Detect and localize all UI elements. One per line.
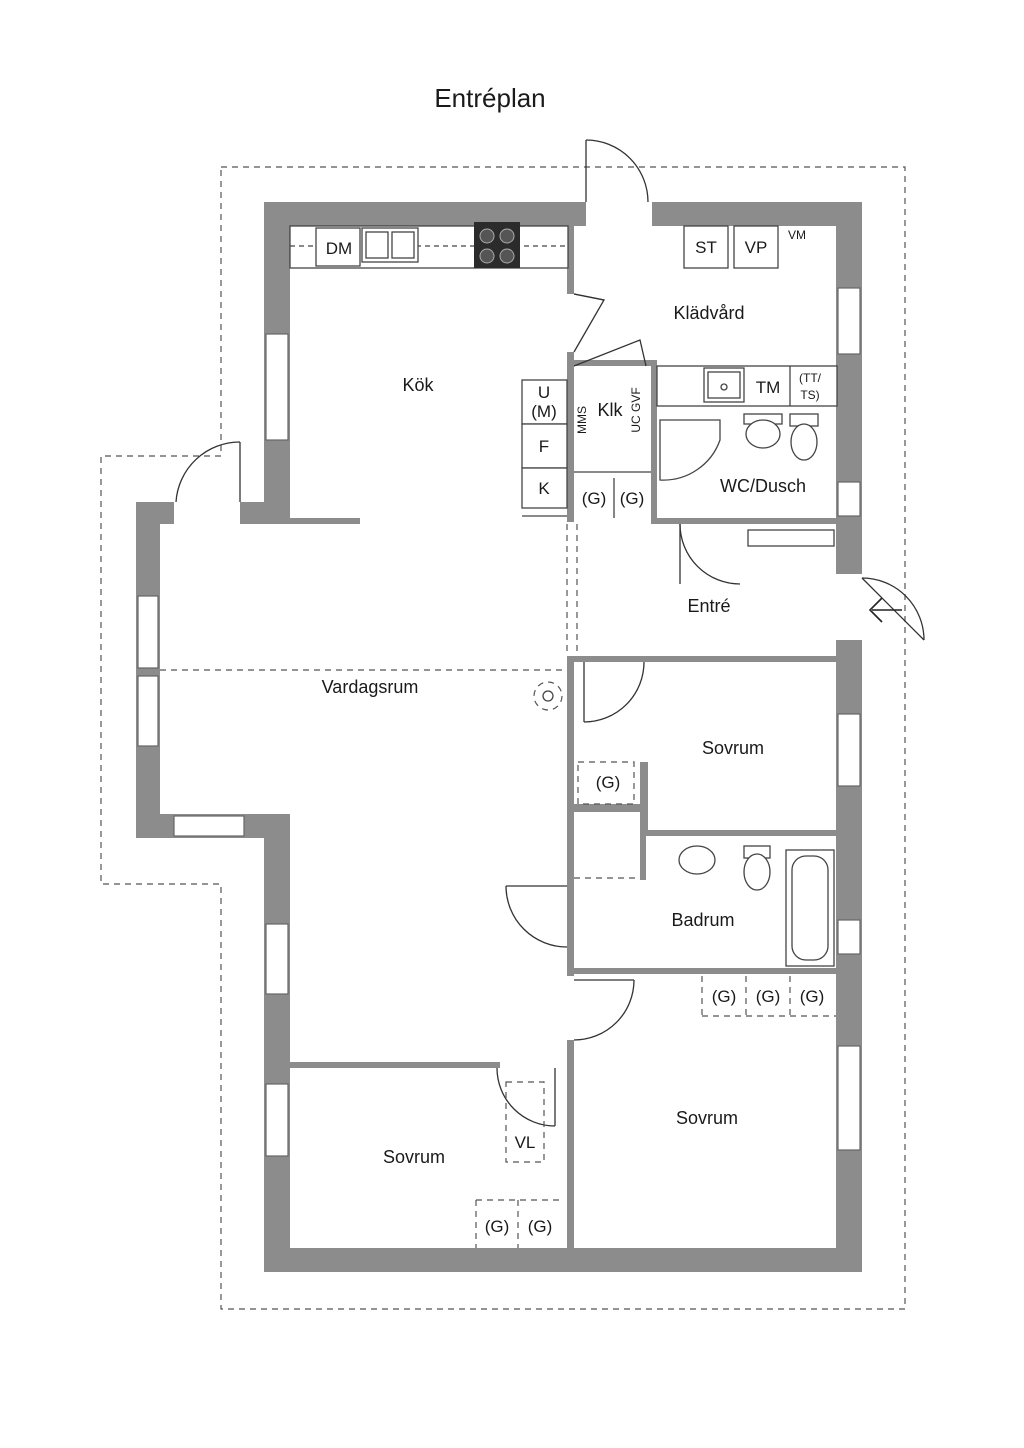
microwave-label: (M) — [531, 402, 556, 421]
klk-closet: MMS UC GVF (G) (G) — [574, 387, 651, 518]
ts-label: TS) — [800, 388, 819, 402]
wc-fixtures — [659, 413, 835, 547]
room-label-klk: Klk — [597, 400, 623, 420]
dishwasher-label: DM — [326, 239, 352, 258]
doors — [175, 139, 925, 1127]
plan-title: Entréplan — [434, 83, 545, 113]
fridge-label: K — [538, 479, 550, 498]
sink-icon — [361, 227, 419, 263]
wardrobes-bedroom-2: (G) (G) (G) — [701, 976, 836, 1017]
bathroom-fixtures — [574, 845, 835, 967]
linen-closet-label: VL — [515, 1133, 536, 1152]
water-meter-label: VM — [788, 228, 806, 242]
column-marker — [542, 690, 554, 702]
room-label-wc-dusch: WC/Dusch — [720, 476, 806, 496]
room-label-sovrum: Sovrum — [676, 1108, 738, 1128]
wardrobe-label: (G) — [756, 987, 781, 1006]
column-marker — [533, 681, 563, 711]
wardrobe-label: (G) — [712, 987, 737, 1006]
windows — [137, 287, 861, 1157]
oven-label: U — [538, 383, 550, 402]
room-label-badrum: Badrum — [671, 910, 734, 930]
wardrobe-label: (G) — [582, 489, 607, 508]
room-label-kladvard: Klädvård — [673, 303, 744, 323]
room-label-sovrum: Sovrum — [383, 1147, 445, 1167]
wardrobe-outline — [577, 761, 635, 805]
wardrobe-label: (G) — [800, 987, 825, 1006]
plot-outline — [100, 166, 906, 1310]
uc-gvf-label: UC GVF — [629, 387, 643, 432]
tt-label: (TT/ — [799, 371, 822, 385]
tumbler-label: TM — [756, 378, 781, 397]
wardrobes-bedroom-3: VL (G) (G) — [475, 1081, 560, 1248]
laundry-fixtures: ST VP VM TM (TT/ TS) — [656, 225, 838, 407]
stove-icon — [474, 222, 520, 268]
interior-walls — [290, 226, 837, 1250]
room-label-kok: Kök — [402, 375, 434, 395]
kitchen-tall-units: U (M) F K — [521, 379, 568, 517]
wardrobe-label: (G) — [485, 1217, 510, 1236]
mms-label: MMS — [575, 406, 589, 434]
room-label-vardagsrum: Vardagsrum — [322, 677, 419, 697]
exterior-walls — [136, 202, 862, 1272]
dryer-cabinet-label: ST — [695, 238, 717, 257]
wardrobe-label: (G) — [620, 489, 645, 508]
wardrobe-label: (G) — [528, 1217, 553, 1236]
room-label-entre: Entré — [687, 596, 730, 616]
room-label-sovrum: Sovrum — [702, 738, 764, 758]
kitchen-counter: DM — [289, 222, 569, 269]
entrance-arrow-icon — [868, 597, 902, 623]
washer-label: VP — [745, 238, 768, 257]
freezer-label: F — [539, 437, 549, 456]
wardrobe-label: (G) — [596, 773, 621, 792]
